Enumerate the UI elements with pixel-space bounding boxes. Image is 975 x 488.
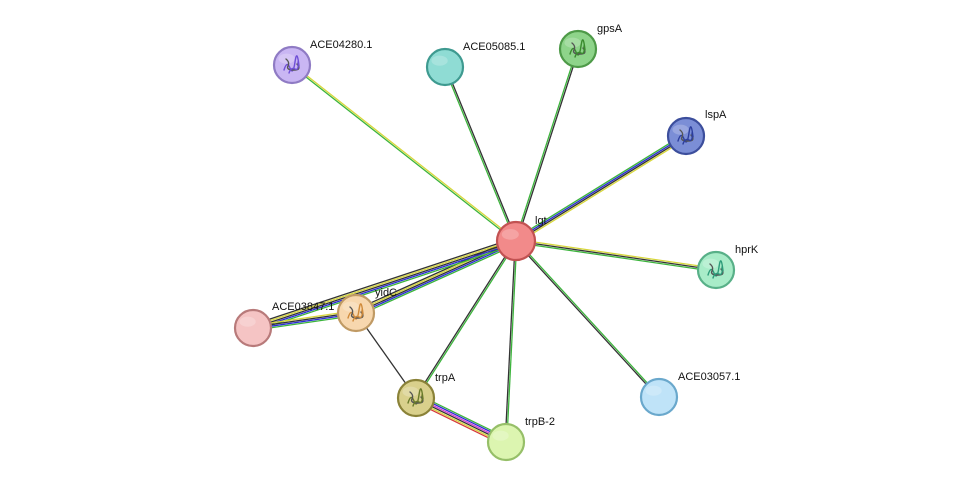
node-highlight [645, 385, 662, 396]
edge-evidence-strand [514, 133, 686, 240]
node-highlight [239, 316, 256, 327]
edge-evidence-strand [414, 240, 516, 398]
edge-lgt-ace04280-1[interactable] [291, 63, 517, 243]
edge-evidence-strand [516, 136, 687, 243]
node-label-gpsa: gpsA [597, 23, 623, 35]
edge-evidence-strand [515, 134, 686, 241]
edge-evidence-strand [443, 67, 516, 242]
edge-evidence-strand [506, 241, 518, 443]
edge-evidence-strand [516, 240, 661, 397]
node-lgt[interactable]: lgt [495, 215, 547, 262]
nodes-layer: lgt ACE04280.1 ACE05085.1 gpsA lspA hprK ACE03… [233, 23, 759, 462]
edge-evidence-strand [516, 238, 717, 270]
node-hprk[interactable]: hprK [696, 244, 759, 290]
edge-evidence-strand [514, 241, 659, 398]
node-label-lspa: lspA [705, 109, 727, 121]
node-circle[interactable] [336, 293, 376, 333]
protein-structure-icon [569, 39, 586, 58]
edge-evidence-strand [416, 241, 518, 399]
node-gpsa[interactable]: gpsA [558, 23, 623, 69]
node-circle[interactable] [233, 308, 273, 348]
edge-evidence-strand [251, 237, 516, 326]
edge-evidence-strand [515, 240, 717, 271]
node-circle[interactable] [495, 220, 537, 262]
edge-lgt-ace05085-1[interactable] [443, 66, 518, 242]
edge-evidence-strand [252, 240, 517, 329]
node-label-hprk: hprK [735, 244, 759, 256]
edge-evidence-strand [445, 66, 518, 241]
edge-lgt-ace03847-1[interactable] [251, 237, 518, 332]
protein-structure-icon [407, 388, 424, 407]
edge-evidence-strand [253, 241, 517, 331]
node-highlight [492, 430, 509, 441]
node-circle[interactable] [666, 116, 706, 156]
node-circle[interactable] [558, 29, 598, 69]
edge-evidence-strand [291, 65, 516, 243]
node-ace03847-1[interactable]: ACE03847.1 [233, 301, 334, 348]
edge-evidence-strand [515, 241, 716, 273]
edge-evidence-strand [357, 243, 518, 317]
node-ace03057-1[interactable]: ACE03057.1 [639, 371, 740, 417]
edge-evidence-strand [504, 240, 516, 442]
edge-evidence-strand [252, 238, 516, 328]
protein-structure-icon [707, 260, 724, 279]
node-circle[interactable] [486, 422, 526, 462]
edge-lgt-hprk[interactable] [515, 238, 717, 273]
protein-structure-icon [677, 126, 694, 145]
node-lspa[interactable]: lspA [666, 109, 727, 156]
node-trpa[interactable]: trpA [396, 372, 456, 418]
node-circle[interactable] [272, 45, 312, 85]
edge-evidence-strand [514, 48, 578, 241]
node-label-lgt: lgt [535, 215, 547, 227]
edge-lgt-trpb-2[interactable] [504, 240, 518, 443]
edge-lgt-lspa[interactable] [514, 133, 688, 244]
node-ace04280-1[interactable]: ACE04280.1 [272, 39, 372, 85]
edge-evidence-strand [292, 63, 517, 241]
edge-lgt-gpsa[interactable] [514, 48, 580, 242]
edge-evidence-strand [516, 49, 580, 242]
protein-structure-icon [283, 55, 300, 74]
node-yidc[interactable]: yidC [336, 287, 397, 333]
edge-evidence-strand [253, 243, 518, 332]
edge-evidence-strand [356, 241, 517, 316]
node-circle[interactable] [425, 47, 465, 87]
protein-structure-icon [347, 303, 364, 322]
node-circle[interactable] [696, 250, 736, 290]
node-highlight [431, 55, 448, 66]
node-trpb-2[interactable]: trpB-2 [486, 416, 555, 462]
node-circle[interactable] [639, 377, 679, 417]
edge-lgt-trpa[interactable] [414, 240, 518, 399]
edge-evidence-strand [516, 137, 688, 244]
node-ace05085-1[interactable]: ACE05085.1 [425, 41, 525, 87]
edge-lgt-ace03057-1[interactable] [514, 240, 661, 398]
node-label-yidc: yidC [375, 287, 397, 299]
node-label-trpb-2: trpB-2 [525, 416, 555, 428]
node-label-ace05085-1: ACE05085.1 [463, 41, 525, 53]
node-label-ace03847-1: ACE03847.1 [272, 301, 334, 313]
node-label-ace03057-1: ACE03057.1 [678, 371, 740, 383]
node-highlight [501, 229, 519, 240]
node-label-ace04280-1: ACE04280.1 [310, 39, 372, 51]
node-label-trpa: trpA [435, 372, 456, 384]
node-circle[interactable] [396, 378, 436, 418]
